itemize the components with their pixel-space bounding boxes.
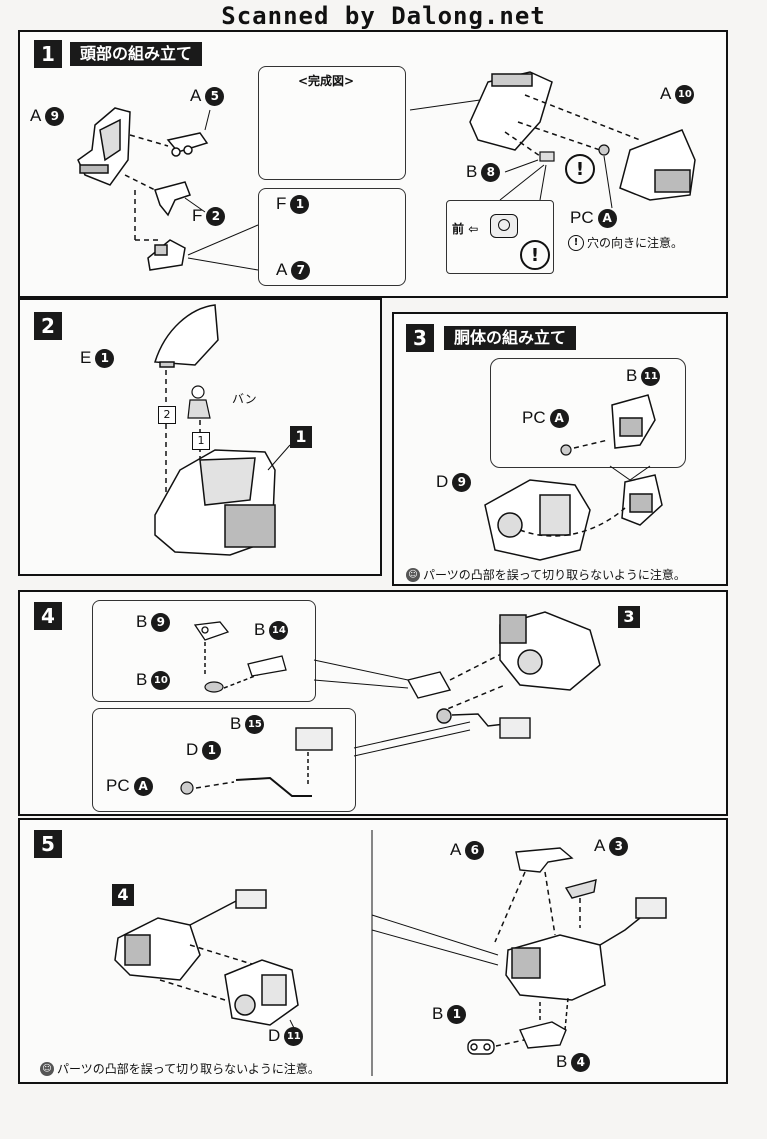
step-5-caution-note: ☺ パーツの凸部を誤って切り取らないように注意。 (40, 1060, 320, 1077)
step-4-assembly-drawing (114, 889, 267, 981)
part-a3-drawing (564, 879, 597, 899)
head-assembly-drawing (469, 71, 553, 151)
exclamation-circle-icon: ! (568, 234, 584, 251)
step-5-number: 5 (34, 830, 62, 858)
part-a6-drawing (515, 847, 574, 873)
canopy-e1-drawing (154, 304, 219, 368)
part-b10-drawing (204, 681, 224, 693)
jaw-detail-box (258, 188, 406, 286)
caution-face-icon: ☺ (40, 1061, 54, 1076)
pilot-drawing (187, 385, 211, 419)
part-d1-drawing (235, 776, 312, 797)
step-2-number: 2 (34, 312, 62, 340)
hole-direction-note: ! 穴の向きに注意。 (568, 234, 683, 251)
step-4-upper-box (92, 600, 316, 702)
front-label: 前 ⇦ (452, 222, 479, 236)
exclamation-circle-icon: ! (520, 240, 550, 270)
step-4-number: 4 (34, 602, 62, 630)
step-1-number: 1 (34, 40, 62, 68)
final-assembly-drawing (505, 897, 667, 1001)
part-a10-drawing (619, 129, 696, 201)
part-b4-drawing (519, 1021, 567, 1049)
pilot-label: バン (232, 392, 257, 406)
exclamation-circle-icon: ! (565, 154, 595, 184)
part-d9-torso-drawing (484, 479, 591, 561)
jaw-drawing (147, 239, 186, 271)
part-b9-drawing (193, 621, 230, 641)
step-3-title: 胴体の組み立て (444, 326, 577, 350)
tail-joint-drawing (436, 708, 531, 739)
assembly-order-1: 1 (192, 432, 210, 450)
step-1-title: 頭部の組み立て (70, 42, 203, 66)
caution-face-icon: ☺ (406, 567, 420, 582)
assembly-order-2: 2 (158, 406, 176, 424)
head-body-drawing (154, 449, 276, 556)
part-b8-drawing (539, 151, 555, 162)
ref-step-4-badge: 4 (112, 884, 134, 906)
part-f2-drawing (154, 181, 191, 217)
ref-step-1-badge: 1 (290, 426, 312, 448)
step-3-caution-note: ☺ パーツの凸部を誤って切り取らないように注意。 (406, 566, 686, 583)
part-pc-a-drawing (560, 444, 572, 456)
part-d11-drawing (224, 959, 299, 1026)
part-b15-drawing (295, 727, 333, 751)
shoulder-drawing (621, 474, 663, 526)
step-3-torso-drawing (499, 611, 601, 691)
step-4-lower-box (92, 708, 356, 812)
arrow-left-icon: ⇦ (464, 222, 479, 236)
part-b11-drawing (611, 394, 656, 449)
completed-view-box (258, 66, 406, 180)
completed-view-label: <完成図> (298, 74, 355, 88)
hole-drawing (490, 214, 518, 238)
part-b1-drawing (467, 1039, 495, 1055)
scan-credit: Scanned by Dalong.net (221, 2, 546, 30)
part-b14-drawing (247, 655, 287, 677)
part-a5-drawing (166, 132, 209, 157)
part-a9-drawing (77, 107, 131, 186)
part-pc-a-drawing (180, 781, 194, 795)
part-pc-a-drawing (598, 144, 610, 156)
ref-step-3-badge: 3 (618, 606, 640, 628)
step-3-number: 3 (406, 324, 434, 352)
hip-assembly-drawing (406, 671, 452, 699)
